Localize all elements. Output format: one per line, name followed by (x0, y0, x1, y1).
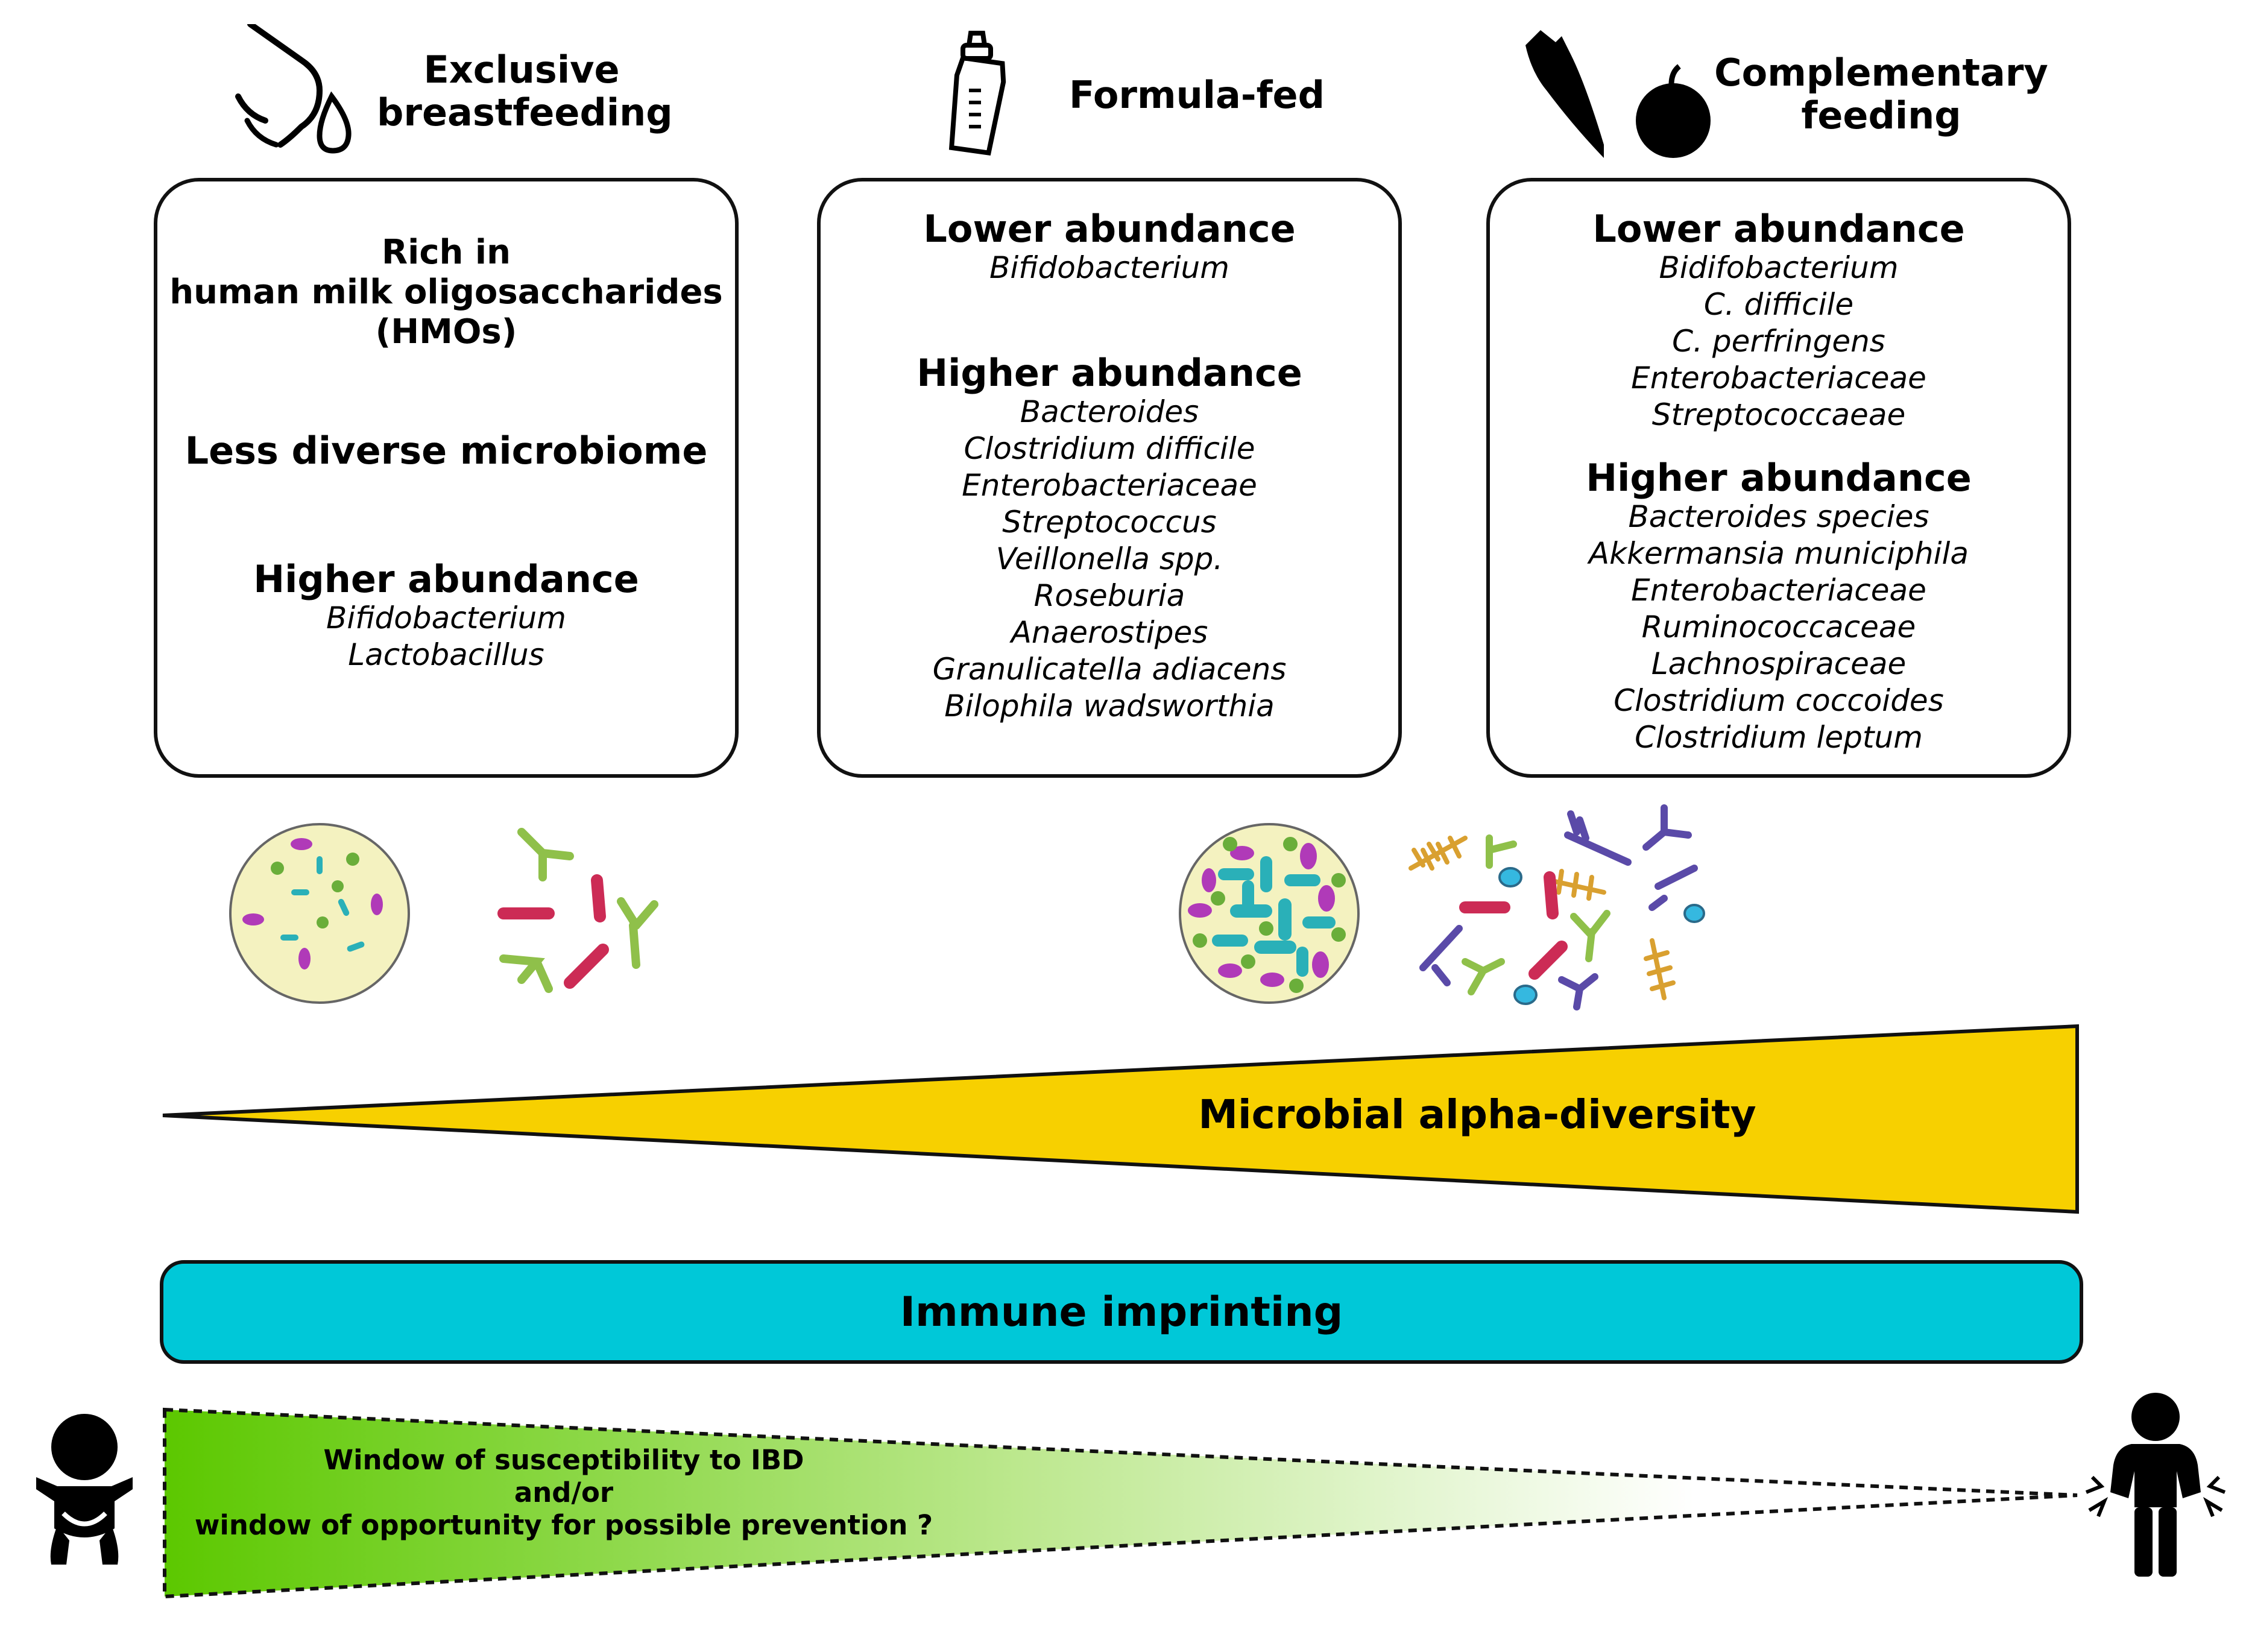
alpha-diversity-label: Microbial alpha-diversity (1198, 1091, 1756, 1138)
antibodies-few-icon (497, 828, 658, 993)
breastfeeding-box: Rich in human milk oligosaccharides (HMO… (154, 178, 739, 778)
list-item: Clostridium coccoides (1614, 683, 1944, 719)
susceptibility-window-text: Window of susceptibility to IBD and/or w… (166, 1444, 962, 1542)
baby-icon (36, 1414, 133, 1565)
list-item: Ruminococcaceae (1641, 610, 1916, 645)
list-item: Lactobacillus (348, 637, 544, 673)
baby-bottle-icon (948, 31, 1006, 156)
window-line1: Window of susceptibility to IBD (323, 1444, 804, 1476)
lower-abundance-title: Lower abundance (1592, 207, 1965, 251)
window-line2: and/or (514, 1477, 614, 1509)
alpha-diversity-wedge (162, 1024, 2079, 1214)
formula-box: Lower abundance Bifidobacterium Higher a… (817, 178, 1402, 778)
higher-abundance-title: Higher abundance (253, 557, 639, 602)
list-item: Bifidobacterium (989, 250, 1229, 286)
higher-abundance-title: Higher abundance (1586, 456, 1972, 500)
list-item: Clostridium difficile (964, 431, 1255, 467)
list-item: Bacteroides (1020, 394, 1199, 430)
window-line3: window of opportunity for possible preve… (194, 1509, 933, 1541)
list-item: C. difficile (1703, 287, 1854, 323)
header-title-line1: Exclusive (423, 48, 620, 92)
list-item: C. perfringens (1672, 324, 1885, 359)
susceptibility-window-wedge (163, 1407, 2078, 1599)
list-item: Anaerostipes (1011, 615, 1208, 651)
list-item: Bilophila wadsworthia (944, 689, 1275, 724)
list-item: Enterobacteriaceae (1631, 361, 1926, 396)
hmo-line3: (HMOs) (375, 312, 517, 352)
list-item: Granulicatella adiacens (932, 652, 1287, 687)
header-formula: Formula-fed (932, 24, 1366, 163)
lower-abundance-title: Lower abundance (923, 207, 1296, 251)
header-title-line1: Complementary (1714, 51, 2048, 95)
header-complementary: Complementary feeding (1513, 24, 2056, 163)
header-title-formula: Formula-fed (1069, 73, 1325, 117)
list-item: Bidifobacterium (1659, 250, 1899, 286)
list-item: Clostridium leptum (1635, 720, 1923, 755)
list-item: Veillonella spp. (995, 541, 1223, 577)
list-item: Lachnospiraceae (1651, 646, 1907, 682)
header-title-line2: breastfeeding (377, 90, 673, 135)
list-item: Bacteroides species (1628, 499, 1929, 535)
carrot-apple-icon (1525, 30, 1711, 158)
adult-abdominal-pain-icon (2085, 1393, 2226, 1577)
breastfeeding-icon (235, 24, 352, 154)
immune-imprinting-bar: Immune imprinting (160, 1260, 2083, 1364)
list-item: Enterobacteriaceae (962, 468, 1257, 503)
header-breastfeeding: Exclusive breastfeeding (229, 24, 687, 163)
list-item: Streptococcaeae (1651, 397, 1906, 433)
antibodies-many-icon (1408, 804, 1705, 1010)
diversity-note: Less diverse microbiome (185, 429, 708, 473)
high-diversity-petri-dish-icon (1179, 823, 1360, 1004)
hmo-line1: Rich in (382, 233, 511, 272)
low-diversity-petri-dish-icon (229, 823, 410, 1004)
list-item: Roseburia (1033, 578, 1185, 614)
header-title-line2: feeding (1801, 93, 1961, 138)
higher-abundance-title: Higher abundance (916, 351, 1302, 396)
list-item: Akkermansia municiphila (1588, 536, 1969, 572)
list-item: Enterobacteriaceae (1631, 573, 1926, 608)
list-item: Streptococcus (1002, 505, 1217, 540)
immune-imprinting-label: Immune imprinting (900, 1288, 1343, 1336)
hmo-line2: human milk oligosaccharides (169, 273, 723, 312)
complementary-box: Lower abundance Bidifobacterium C. diffi… (1486, 178, 2071, 778)
list-item: Bifidobacterium (326, 601, 566, 636)
